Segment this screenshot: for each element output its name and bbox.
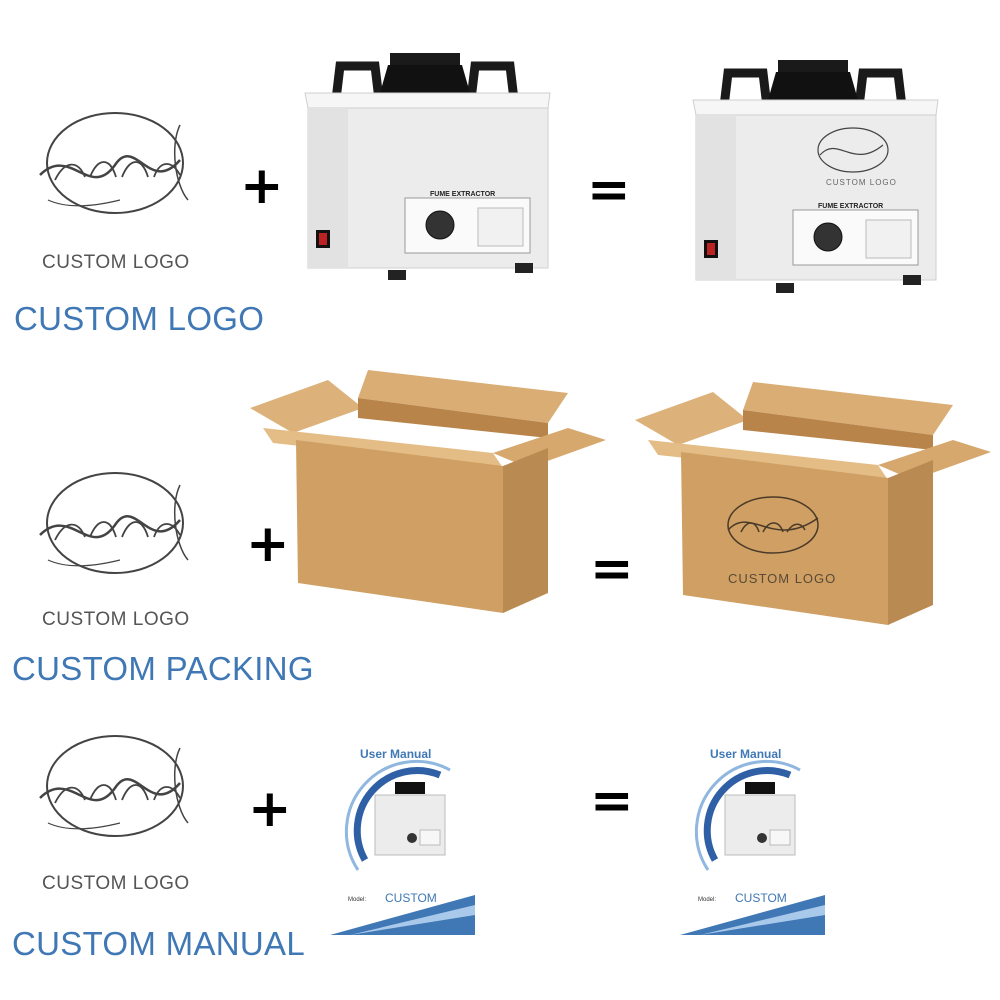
logo-mark-row2 bbox=[39, 472, 189, 574]
logo-caption: CUSTOM LOGO bbox=[42, 609, 190, 630]
box-printed-logo-text: CUSTOM LOGO bbox=[728, 571, 836, 586]
logo-caption: CUSTOM LOGO bbox=[42, 252, 190, 273]
logo-mark-row1 bbox=[39, 112, 189, 214]
manual-model-label-2: Model: bbox=[698, 897, 716, 903]
user-manual-custom: User Manual Model: CUSTOM bbox=[680, 740, 825, 935]
fume-extractor-plain: FUME EXTRACTOR bbox=[304, 53, 551, 280]
manual-title: User Manual bbox=[360, 747, 431, 761]
plus-sign: + bbox=[246, 514, 290, 574]
panel-label: FUME EXTRACTOR bbox=[430, 191, 495, 198]
manual-title-2: User Manual bbox=[710, 747, 781, 761]
plus-sign: + bbox=[248, 779, 292, 839]
manual-model-value: CUSTOM bbox=[385, 891, 437, 905]
section-title-custom-packing: CUSTOM PACKING bbox=[12, 650, 314, 687]
manual-model-label: Model: bbox=[348, 897, 366, 903]
equals-sign: = bbox=[590, 771, 634, 831]
fume-extractor-with-logo: CUSTOM LOGO FUME EXTRACTOR bbox=[692, 60, 939, 293]
panel-label-2: FUME EXTRACTOR bbox=[818, 203, 883, 210]
plus-sign: + bbox=[240, 156, 284, 216]
manual-model-value-2: CUSTOM bbox=[735, 891, 787, 905]
user-manual-plain: User Manual Model: CUSTOM bbox=[330, 740, 475, 935]
machine-printed-logo-text: CUSTOM LOGO bbox=[826, 178, 897, 187]
section-title-custom-logo: CUSTOM LOGO bbox=[14, 300, 265, 337]
equals-sign: = bbox=[587, 160, 631, 220]
cardboard-box-plain bbox=[250, 370, 606, 613]
logo-mark-row3 bbox=[39, 735, 189, 837]
logo-caption: CUSTOM LOGO bbox=[42, 873, 190, 894]
cardboard-box-with-logo: CUSTOM LOGO bbox=[635, 382, 991, 625]
section-title-custom-manual: CUSTOM MANUAL bbox=[12, 925, 305, 962]
equals-sign: = bbox=[590, 539, 634, 599]
